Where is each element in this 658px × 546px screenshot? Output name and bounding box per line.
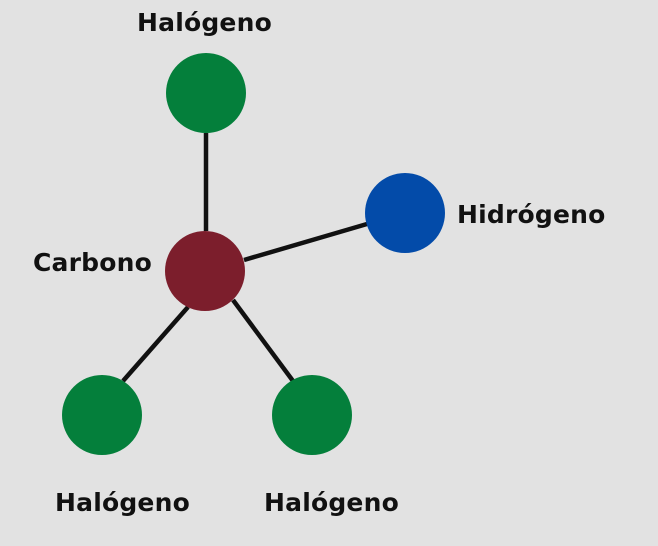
bond-carbon-halogen-bottom-left — [121, 305, 190, 383]
halogen-atom-bottom-right — [272, 375, 352, 455]
halogen-atom-bottom-left — [62, 375, 142, 455]
hydrogen-label: Hidrógeno — [457, 200, 606, 229]
halogen-atom-top — [166, 53, 246, 133]
halogen-bottom-left-label: Halógeno — [55, 488, 190, 517]
hydrogen-atom — [365, 173, 445, 253]
carbon-atom — [165, 231, 245, 311]
halogen-bottom-right-label: Halógeno — [264, 488, 399, 517]
bond-carbon-halogen-bottom-right — [231, 298, 295, 383]
carbon-label: Carbono — [33, 248, 152, 277]
halogen-top-label: Halógeno — [137, 8, 272, 37]
bond-carbon-hydrogen — [243, 221, 368, 263]
